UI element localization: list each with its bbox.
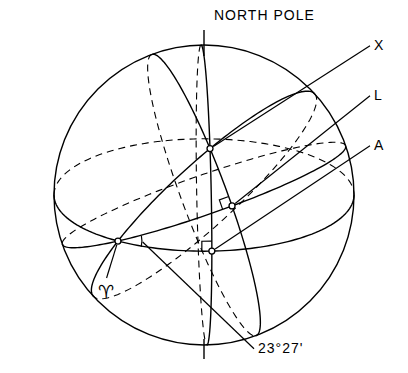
point-label: L bbox=[374, 88, 383, 103]
angle-label: 23°27' bbox=[258, 341, 303, 356]
latitude-circle bbox=[232, 206, 260, 336]
latitude-circle bbox=[148, 54, 261, 336]
great-circle bbox=[94, 93, 317, 299]
pole-axis bbox=[203, 339, 204, 359]
right-angle-mark bbox=[219, 197, 228, 210]
hour-circle bbox=[196, 45, 207, 345]
leader-line bbox=[215, 146, 370, 249]
point-label: A bbox=[374, 138, 384, 153]
ecliptic bbox=[62, 142, 346, 248]
angle-arc bbox=[141, 236, 143, 247]
point-marker bbox=[115, 238, 121, 244]
hour-circle bbox=[207, 251, 212, 345]
pole-label: NORTH POLE bbox=[214, 8, 315, 23]
point-marker bbox=[209, 248, 215, 254]
point-marker bbox=[207, 146, 213, 152]
point-marker bbox=[229, 203, 235, 209]
ecliptic bbox=[62, 142, 346, 243]
great-circle bbox=[118, 91, 314, 241]
point-label: ♈ bbox=[98, 282, 115, 302]
leader-line bbox=[213, 46, 370, 147]
ecliptic bbox=[62, 241, 118, 248]
point-label: X bbox=[374, 38, 384, 53]
latitude-circle bbox=[148, 54, 256, 336]
ecliptic bbox=[118, 146, 346, 241]
latitude-circle bbox=[152, 54, 232, 206]
great-circle bbox=[91, 91, 316, 299]
leader-line bbox=[143, 242, 254, 349]
celestial-equator bbox=[54, 139, 354, 251]
celestial-equator bbox=[54, 195, 354, 251]
leader-line bbox=[107, 245, 117, 278]
leader-line bbox=[235, 96, 370, 204]
